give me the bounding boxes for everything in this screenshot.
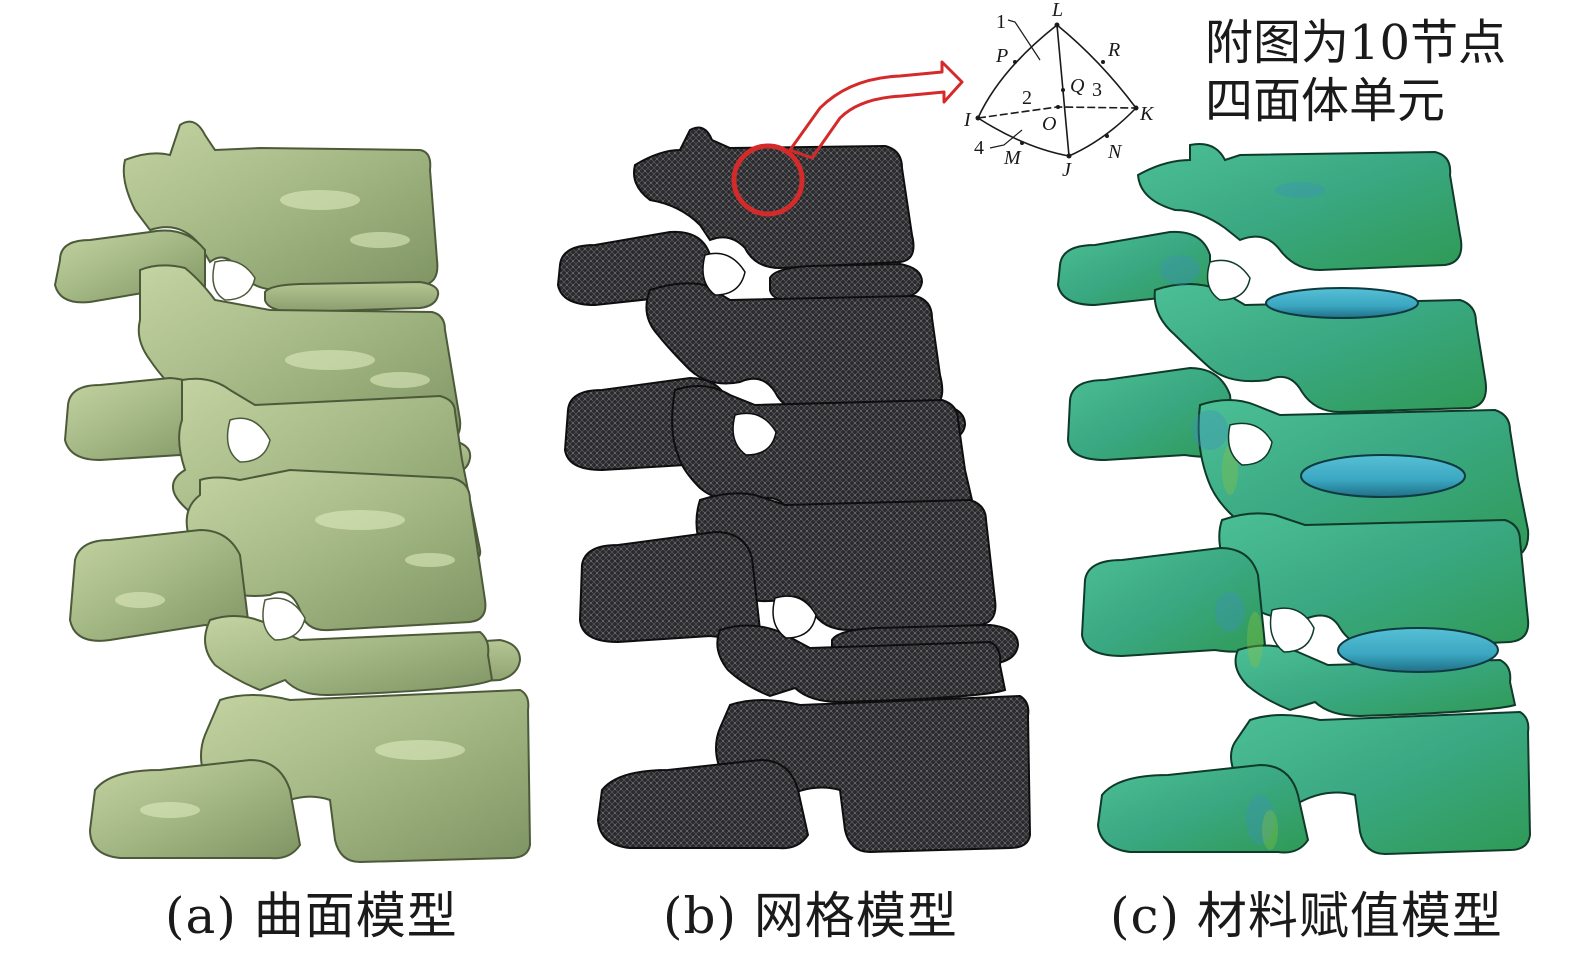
node-label-O: O	[1042, 113, 1057, 135]
spine-surface-illustration	[53, 120, 532, 864]
node-label-R: R	[1108, 39, 1121, 61]
node-label-Q: Q	[1070, 75, 1085, 97]
caption-a: (a) 曲面模型	[165, 887, 458, 945]
panel-c-material-model	[1040, 0, 1575, 880]
face-label-3: 3	[1092, 79, 1102, 101]
node-label-L: L	[1052, 0, 1064, 21]
highlight-circle	[731, 143, 805, 217]
node-label-N: N	[1108, 141, 1122, 163]
node-label-J: J	[1062, 159, 1071, 181]
panel-a-surface-model	[0, 0, 540, 880]
tetrahedron-diagram: L I J K P R Q O M N 1 2 3 4	[940, 0, 1180, 180]
spine-mesh-illustration	[556, 126, 1032, 854]
annotation-line-1: 附图为10节点	[1205, 15, 1507, 71]
annotation-line-2: 四面体单元	[1205, 73, 1446, 129]
caption-b: (b) 网格模型	[663, 887, 958, 945]
face-label-4: 4	[974, 137, 984, 159]
node-label-P: P	[996, 45, 1009, 67]
caption-c: (c) 材料赋值模型	[1110, 887, 1503, 945]
face-label-1: 1	[996, 11, 1006, 33]
node-label-I: I	[964, 109, 971, 131]
node-label-M: M	[1004, 147, 1021, 169]
panel-b-mesh-model	[540, 0, 1040, 880]
face-label-2: 2	[1022, 87, 1032, 109]
spine-material-illustration	[1056, 143, 1532, 856]
node-label-K: K	[1140, 103, 1154, 125]
annotation-text: 附图为10节点 四面体单元	[1205, 14, 1506, 130]
